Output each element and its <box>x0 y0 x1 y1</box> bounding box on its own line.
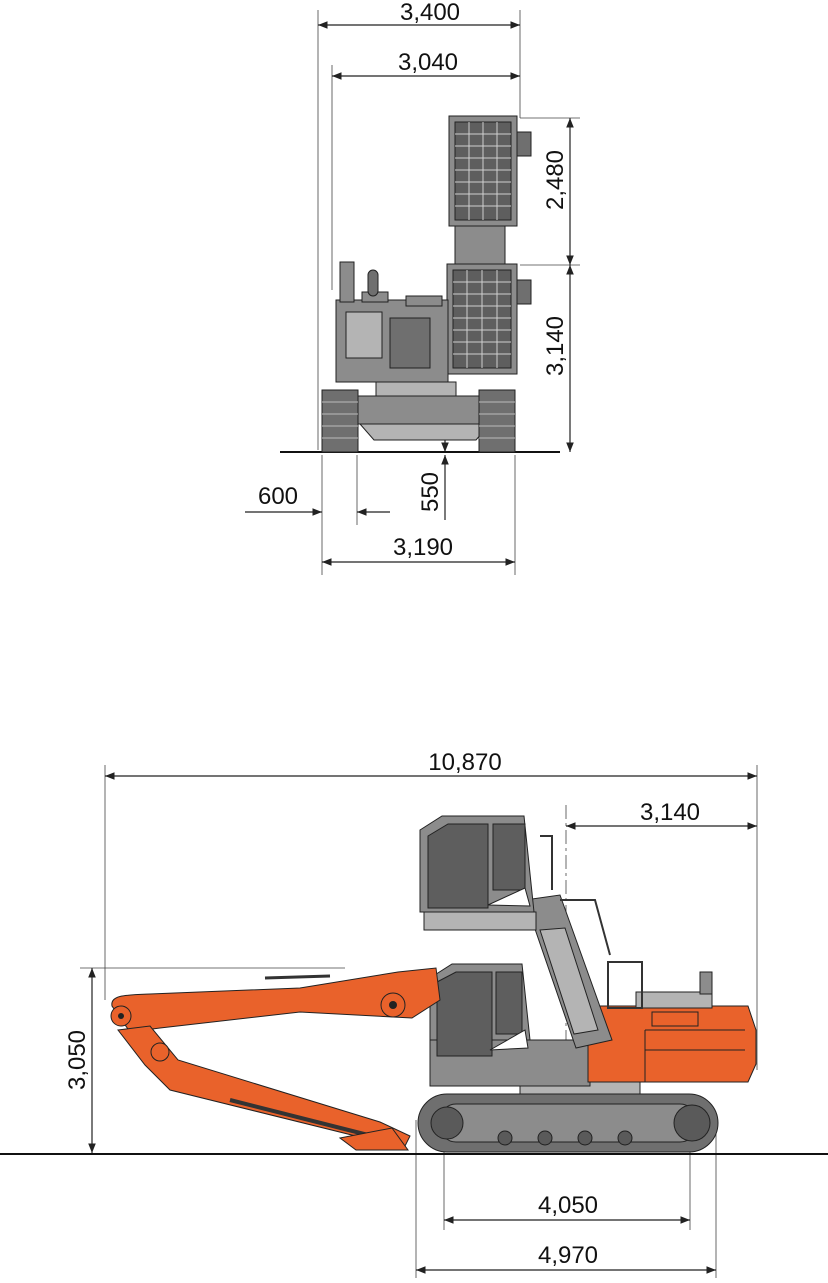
front-view: 3,400 3,040 2,480 3,140 600 550 3,190 <box>245 0 580 575</box>
upper-body-front <box>335 261 457 397</box>
dim-track-gauge-width: 3,190 <box>393 534 453 561</box>
dim-overall-width: 3,400 <box>400 0 460 26</box>
arm-side <box>117 1025 411 1151</box>
lower-cab-side <box>429 963 531 1057</box>
upper-structure-side <box>429 961 757 1095</box>
dim-front-height: 3,050 <box>64 1030 91 1090</box>
dim-track-shoe-width: 600 <box>258 483 298 510</box>
undercarriage-front <box>321 389 516 453</box>
cab-riser-side <box>524 894 613 1049</box>
side-view: 10,870 3,140 3,050 4,050 4,970 <box>0 749 828 1278</box>
dim-overall-length: 10,870 <box>428 749 501 776</box>
dim-track-length: 4,970 <box>538 1242 598 1269</box>
boom-side <box>110 967 441 1033</box>
dim-ground-clearance: 550 <box>417 472 444 512</box>
dim-rear-overhang: 3,140 <box>640 799 700 826</box>
raised-cab-side <box>419 815 553 931</box>
dim-tumbler-distance: 4,050 <box>538 1192 598 1219</box>
dim-cab-raise: 2,480 <box>542 150 569 210</box>
raised-cab-front <box>448 115 532 267</box>
dim-cab-width: 3,040 <box>398 49 458 76</box>
track-side <box>417 1093 719 1153</box>
lower-cab-front <box>446 263 532 375</box>
dim-cab-height: 3,140 <box>542 316 569 376</box>
